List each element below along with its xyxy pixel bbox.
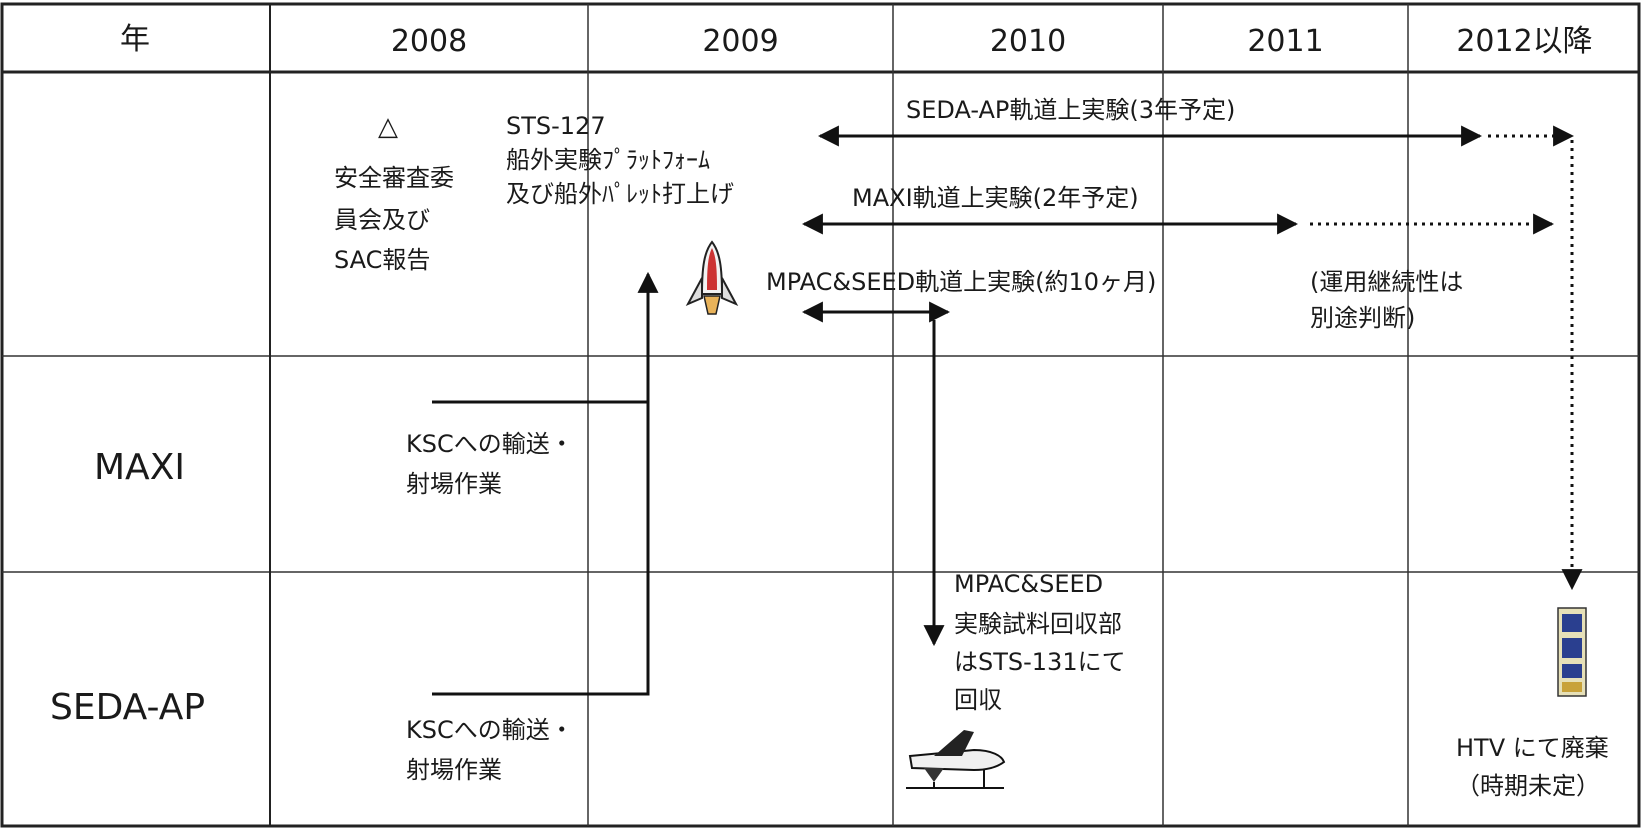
year-header-2009: 2009: [702, 24, 779, 59]
seda-transport-label-line-1: KSCへの輸送・: [406, 716, 574, 744]
continuity-note-line-1: (運用継続性は: [1310, 268, 1464, 296]
seda-transport-label-line-2: 射場作業: [406, 756, 502, 784]
year-header-2012-onwards: 2012以降: [1456, 24, 1593, 59]
maxi-transport-label-line-1: KSCへの輸送・: [406, 430, 574, 458]
continuity-note-line-2: 別途判断): [1310, 304, 1416, 332]
review-label-line-1: 安全審査委: [334, 164, 454, 192]
review-label-line-3: SAC報告: [334, 246, 431, 274]
launch-label-line-3: 及び船外ﾊﾟﾚｯﾄ打上げ: [506, 180, 734, 208]
row-label-maxi: MAXI: [94, 447, 185, 488]
disposal-label-line-2: （時期未定）: [1456, 772, 1600, 800]
mpac-experiment-label: MPAC&SEED軌道上実験(約10ヶ月): [766, 268, 1157, 296]
maxi-transport-line: [432, 271, 659, 404]
recovery-label-line-3: はSTS-131にて: [954, 648, 1126, 676]
review-label-line-2: 員会及び: [334, 206, 430, 234]
launch-label-line-1: STS-127: [506, 112, 606, 140]
recovery-label-line-1: MPAC&SEED: [954, 570, 1104, 598]
year-header-label: 年: [120, 22, 150, 57]
shuttle-landing-icon: [906, 730, 1006, 789]
maxi-experiment-label: MAXI軌道上実験(2年予定): [852, 184, 1139, 212]
recovery-label-line-4: 回収: [954, 686, 1002, 714]
review-milestone-marker: △: [378, 112, 398, 142]
recovery-label-line-2: 実験試料回収部: [954, 610, 1122, 638]
disposal-label-line-1: HTV にて廃棄: [1456, 734, 1609, 762]
htv-icon: [1557, 607, 1587, 697]
year-header-2008: 2008: [390, 24, 468, 59]
maxi-transport-label-line-2: 射場作業: [406, 470, 502, 498]
launch-label-line-2: 船外実験ﾌﾟﾗｯﾄﾌｫｰﾑ: [506, 146, 710, 174]
shuttle-launch-icon: [685, 240, 739, 315]
seda-transport-line: [432, 402, 650, 696]
year-header-2010: 2010: [989, 24, 1067, 59]
year-header-2011: 2011: [1247, 24, 1324, 59]
row-label-seda-ap: SEDA-AP: [50, 687, 206, 728]
seda-ap-experiment-label: SEDA-AP軌道上実験(3年予定): [906, 96, 1236, 124]
